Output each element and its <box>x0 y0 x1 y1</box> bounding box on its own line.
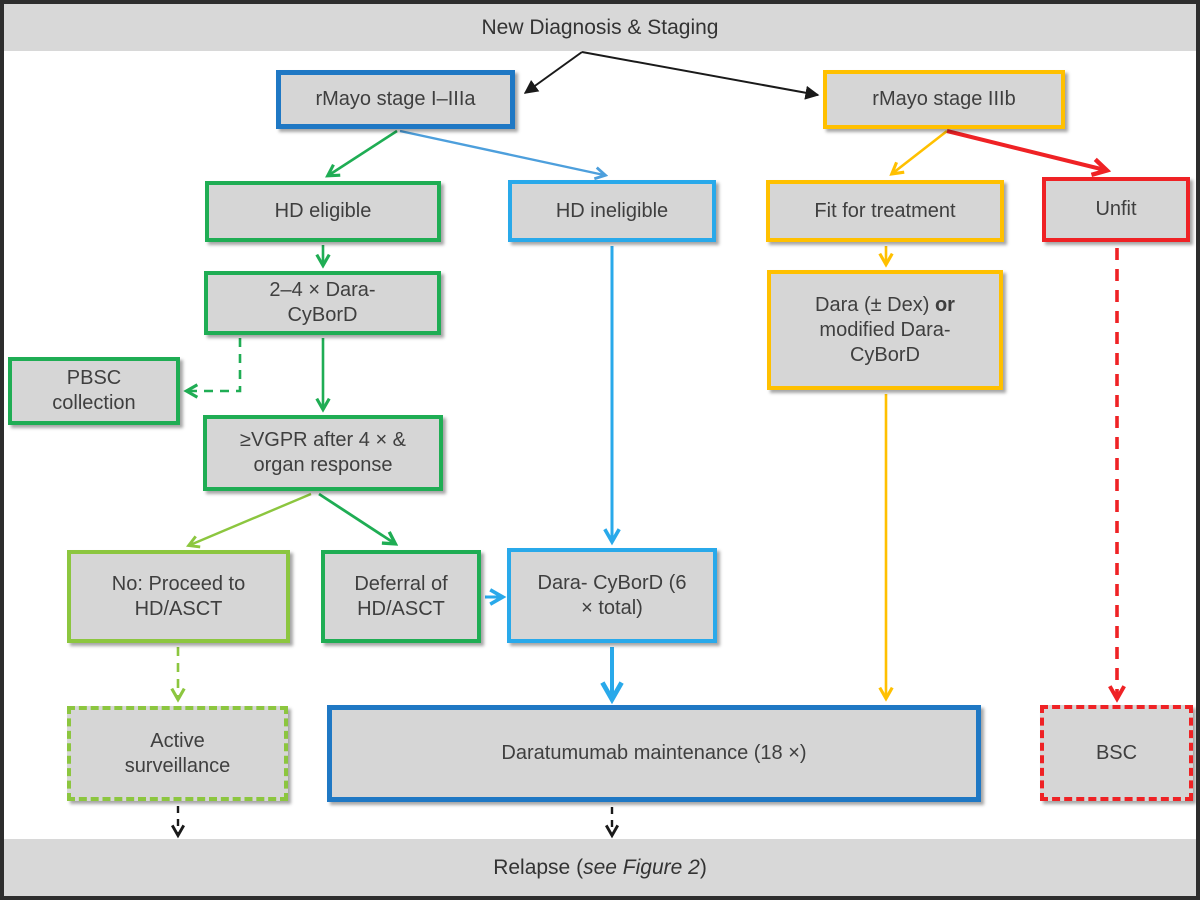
node-hd-eligible: HD eligible <box>205 181 441 242</box>
node-label: Dara- CyBorD (6 × total) <box>537 571 687 619</box>
node-label: Active surveillance <box>124 729 231 777</box>
node-label: HD eligible <box>274 200 372 222</box>
node-label: Daratumumab maintenance (18 ×) <box>501 742 807 764</box>
node-dara-cybord-2-4: 2–4 × Dara-CyBorD <box>204 271 441 335</box>
node-label: ≥VGPR after 4 × & organ response <box>239 429 407 476</box>
relapse-banner-label: Relapse (see Figure 2) <box>493 855 707 879</box>
node-dara-dex-modified-cybord: Dara (± Dex) or modified Dara-CyBorD <box>767 270 1003 390</box>
node-label: PBSC collection <box>52 367 136 414</box>
relapse-banner: Relapse (see Figure 2) <box>4 839 1196 896</box>
node-pbsc-collection: PBSC collection <box>8 357 180 425</box>
node-no-proceed-hd-asct: No: Proceed to HD/ASCT <box>67 550 290 643</box>
node-label: Fit for treatment <box>814 199 956 222</box>
node-active-surveillance: Active surveillance <box>67 706 288 801</box>
node-label: rMayo stage I–IIIa <box>315 88 476 110</box>
node-rmayo-stage-1-3a: rMayo stage I–IIIa <box>276 70 515 129</box>
node-label: BSC <box>1095 741 1138 764</box>
arrow-vgpr-to-noproceed <box>185 492 312 549</box>
arrow-stage3b-to-unfit <box>946 129 1105 170</box>
node-label: 2–4 × Dara-CyBorD <box>269 279 376 326</box>
new-diagnosis-banner: New Diagnosis & Staging <box>4 4 1196 51</box>
node-label: rMayo stage IIIb <box>872 88 1016 110</box>
node-dara-cybord-6-total: Dara- CyBorD (6 × total) <box>507 548 717 643</box>
arrow-stage1a-to-hdeligible <box>325 129 398 178</box>
node-fit-for-treatment: Fit for treatment <box>766 180 1004 242</box>
arrow-diagnosis-to-stage1a <box>523 51 583 94</box>
node-bsc: BSC <box>1040 705 1193 801</box>
node-rmayo-stage-3b: rMayo stage IIIb <box>823 70 1065 129</box>
arrow-vgpr-to-deferral <box>318 492 399 546</box>
node-hd-ineligible: HD ineligible <box>508 180 716 242</box>
node-daratumumab-maintenance: Daratumumab maintenance (18 ×) <box>327 705 981 802</box>
arrow-diagnosis-to-stage3b <box>581 51 820 100</box>
arrow-stage3b-to-fit <box>889 129 948 176</box>
node-unfit: Unfit <box>1042 177 1190 242</box>
node-deferral-hd-asct: Deferral of HD/ASCT <box>321 550 481 643</box>
node-label: No: Proceed to HD/ASCT <box>111 572 246 620</box>
node-label: Deferral of HD/ASCT <box>354 572 448 620</box>
node-label: Dara (± Dex) or modified Dara-CyBorD <box>815 293 955 366</box>
node-vgpr-organ-response: ≥VGPR after 4 × & organ response <box>203 415 443 491</box>
node-label: Unfit <box>1095 198 1137 220</box>
node-label: HD ineligible <box>555 199 669 222</box>
new-diagnosis-banner-label: New Diagnosis & Staging <box>481 15 719 39</box>
arrow-stage1a-to-hdineligible <box>399 129 609 181</box>
arrow-dara24-to-pbsc <box>183 338 242 399</box>
